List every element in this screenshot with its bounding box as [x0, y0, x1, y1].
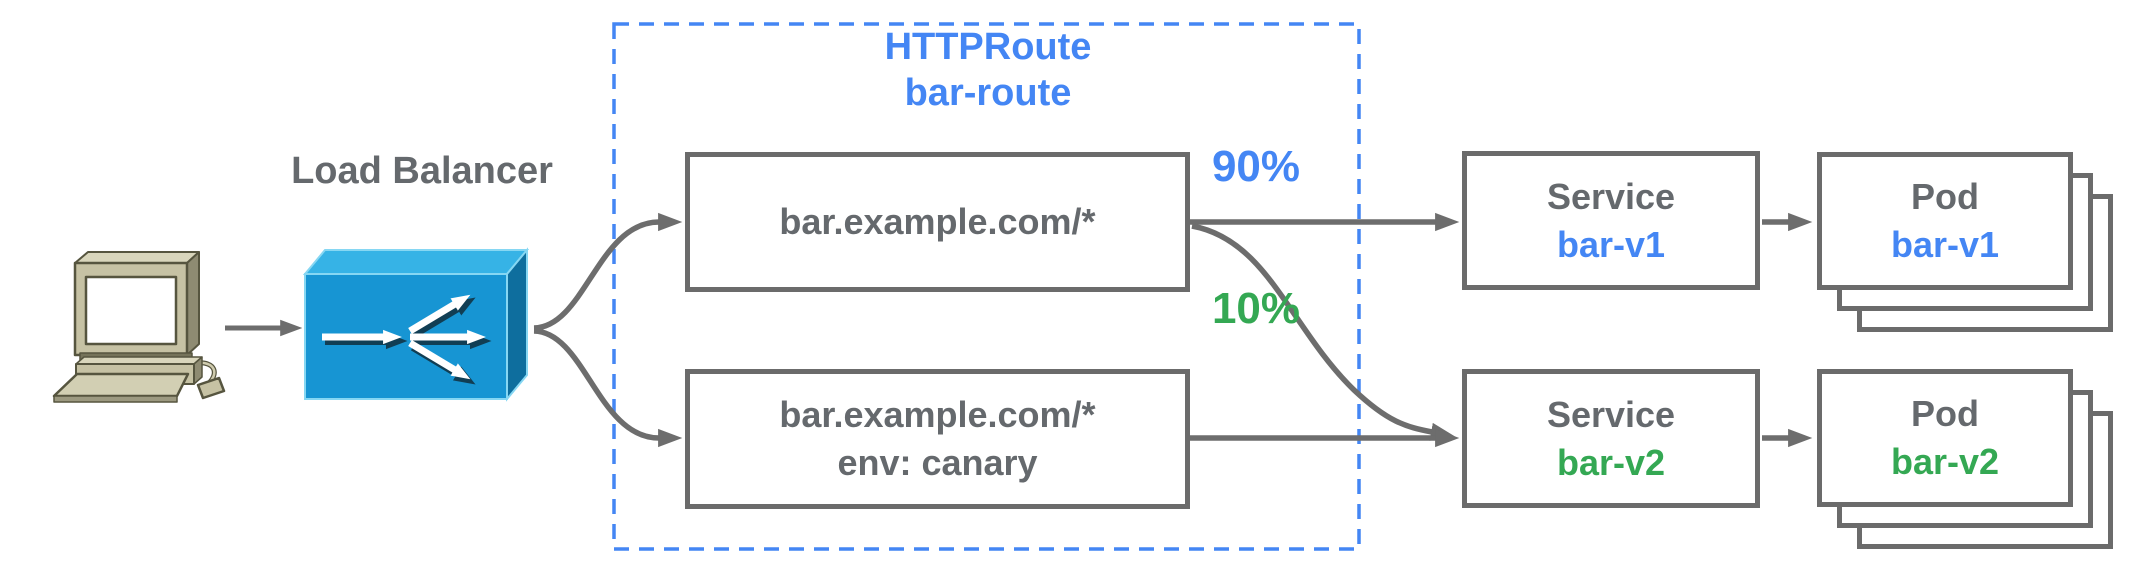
arrow-rule1-to-service-v2 [1191, 223, 1455, 441]
pod-box-bar-v2: Pod bar-v2 [1817, 369, 2073, 507]
client-computer-icon [52, 251, 226, 403]
rule-2-match: bar.example.com/* [779, 394, 1096, 435]
httproute-title: HTTPRoute bar-route [688, 24, 1288, 116]
service-box-bar-v2: Service bar-v2 [1462, 369, 1760, 508]
rule-box-2: bar.example.com/* env: canary [685, 369, 1190, 509]
weight-label-90: 90% [1211, 142, 1301, 191]
arrow-lb-to-rule1 [533, 212, 683, 331]
service-box-bar-v1: Service bar-v1 [1462, 151, 1760, 290]
service-v2-kind: Service [1546, 393, 1676, 435]
weight-label-10: 10% [1211, 284, 1301, 333]
service-v1-name: bar-v1 [1556, 223, 1666, 265]
httproute-boundary-box [612, 22, 1361, 551]
rule-2-header-match: env: canary [837, 442, 1038, 483]
rule-1-match: bar.example.com/* [779, 201, 1096, 242]
pod-v1-name: bar-v1 [1890, 224, 2000, 265]
load-balancer-icon [302, 247, 530, 402]
httproute-kind: HTTPRoute [884, 26, 1092, 68]
service-v2-name: bar-v2 [1556, 441, 1666, 483]
pod-v2-name: bar-v2 [1890, 441, 2000, 482]
pod-box-bar-v1: Pod bar-v1 [1817, 152, 2073, 290]
load-balancer-label: Load Balancer [291, 150, 553, 192]
arrow-lb-to-rule2 [533, 328, 683, 448]
rule-box-1: bar.example.com/* [685, 152, 1190, 292]
httproute-name: bar-route [904, 72, 1072, 114]
pod-v1-kind: Pod [1911, 176, 1979, 217]
service-v1-kind: Service [1546, 175, 1676, 217]
pod-v2-kind: Pod [1911, 393, 1979, 434]
